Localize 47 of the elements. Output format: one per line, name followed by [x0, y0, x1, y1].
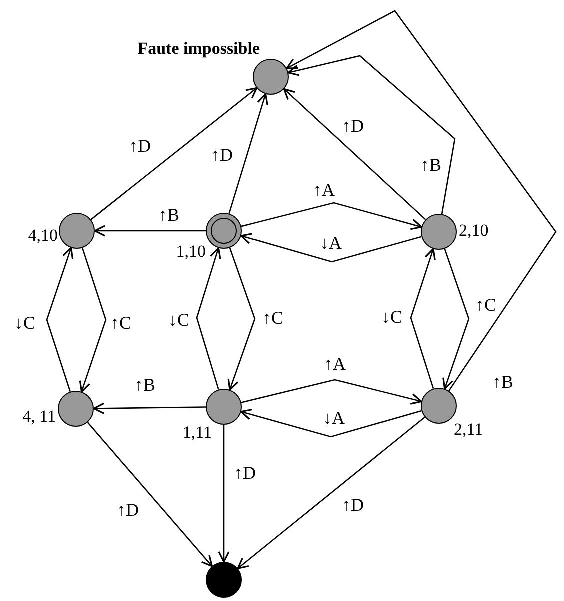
edge-label: ↑D: [342, 496, 364, 514]
edge-label: ↓C: [168, 311, 190, 329]
edge-label: ↑D: [117, 501, 139, 519]
edge-label: ↑D: [129, 137, 151, 155]
edge-label: ↑A: [313, 181, 335, 199]
arrow: [240, 408, 422, 438]
state-label: 4,10: [27, 227, 58, 244]
edge-label: ↓A: [323, 409, 345, 427]
edge-label: ↑B: [492, 373, 514, 391]
arrow: [46, 247, 74, 392]
edge-label: ↑C: [110, 314, 132, 332]
arrow: [87, 422, 214, 568]
arrow: [196, 247, 222, 390]
arrow: [288, 55, 456, 214]
arrow: [90, 87, 258, 220]
arrow: [93, 402, 206, 414]
arrow: [228, 248, 256, 391]
state-label: 2,10: [459, 222, 490, 239]
arrow: [241, 202, 422, 230]
edge-label: ↑B: [158, 206, 180, 224]
arrow: [79, 248, 107, 393]
state-label: 1,11: [182, 424, 212, 441]
arrow: [283, 88, 426, 220]
edge-label: ↑B: [420, 156, 442, 174]
edge-label: ↓C: [14, 314, 36, 332]
edge-label: ↑A: [324, 355, 346, 373]
arrow: [240, 233, 422, 263]
state-label: 2,11: [454, 421, 484, 438]
edge-label: ↑D: [342, 117, 364, 135]
arrow: [410, 248, 436, 390]
arrow: [241, 379, 422, 405]
arrow: [286, 10, 557, 392]
edge-label: ↑B: [134, 376, 156, 394]
edge-label: ↑C: [476, 296, 496, 314]
edge-label: ↓C: [382, 308, 402, 326]
arrow: [94, 225, 206, 237]
arrow: [442, 248, 470, 390]
arrow: [218, 425, 230, 563]
arrow: [237, 416, 426, 570]
edge-label: ↑D: [234, 464, 256, 482]
edge-label: ↑C: [262, 309, 284, 327]
state-label: 4, 11: [22, 408, 56, 425]
state-label: 1,10: [175, 243, 206, 260]
edge-label: ↑D: [211, 146, 233, 164]
state-title: Faute impossible: [136, 40, 260, 57]
edge-label: ↓A: [320, 234, 342, 252]
arrow: [228, 93, 268, 214]
